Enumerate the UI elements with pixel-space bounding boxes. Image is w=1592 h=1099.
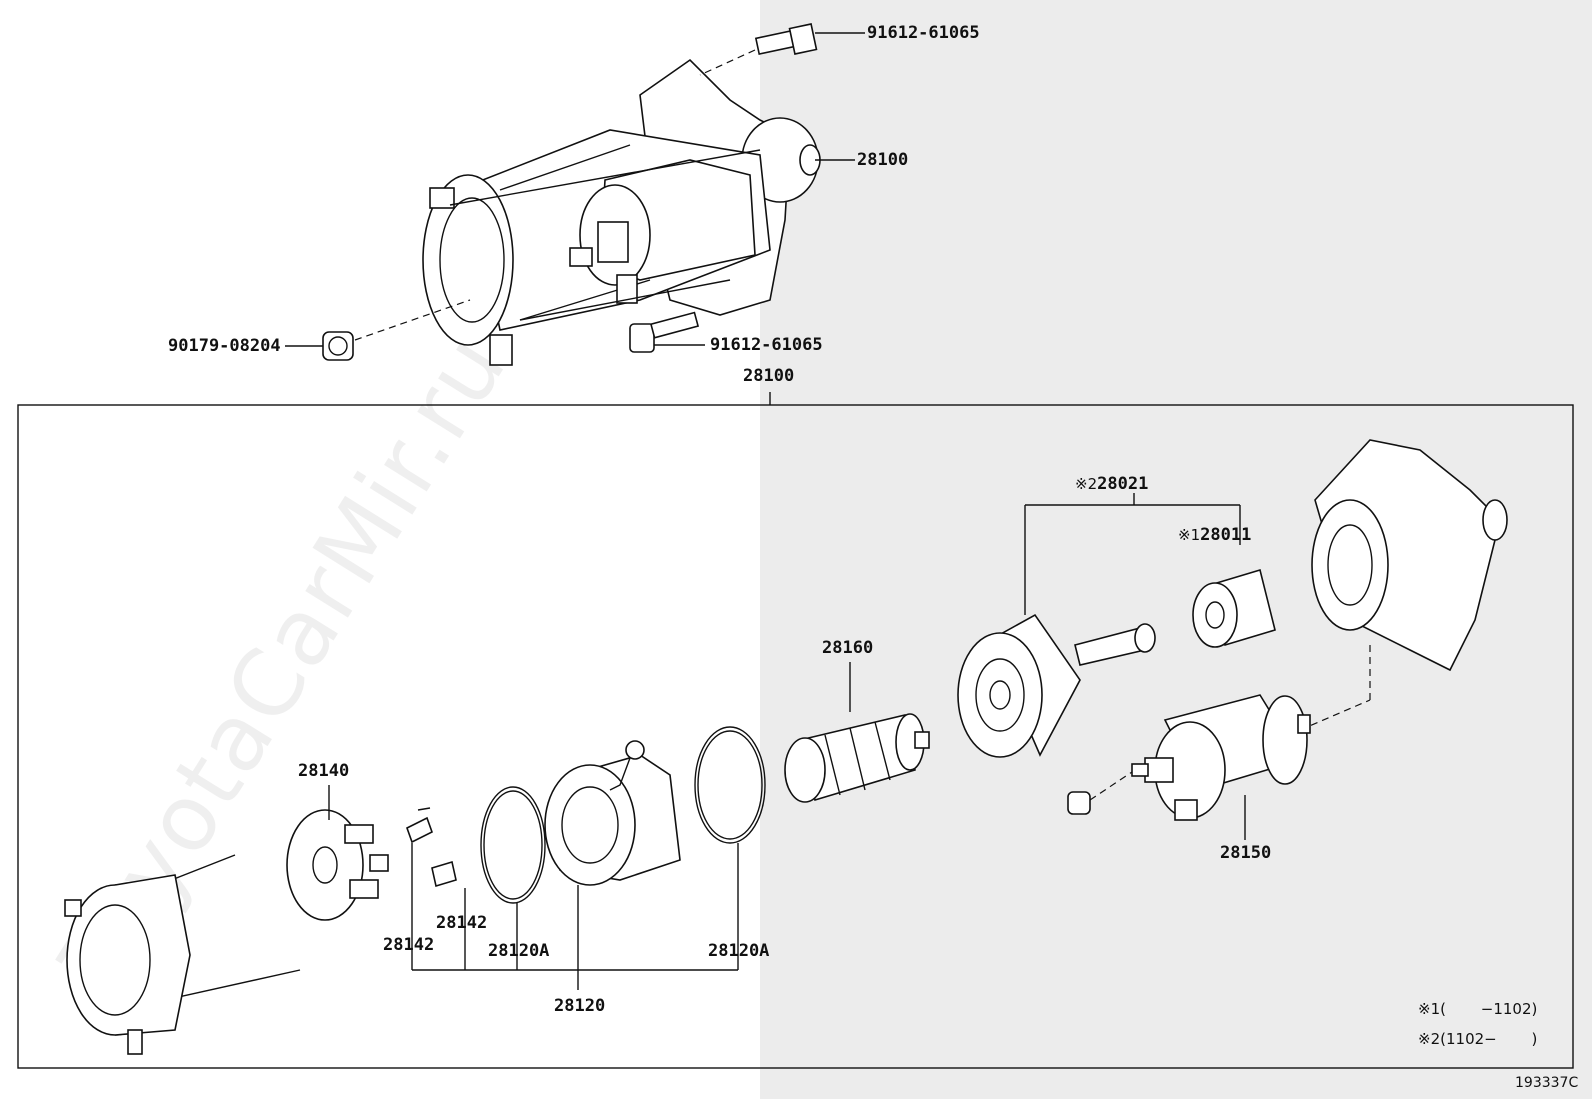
label-brush-b: 28142 bbox=[436, 913, 488, 933]
note-2-text: (1102− ) bbox=[1440, 1030, 1538, 1048]
label-armature: 28160 bbox=[822, 638, 874, 658]
plug-drawing bbox=[322, 331, 354, 361]
bolt-bottom-drawing bbox=[629, 311, 700, 353]
clutch-mark: ※1 bbox=[1178, 526, 1201, 544]
clutch-set-number: 28021 bbox=[1097, 474, 1149, 494]
label-oring-b: 28120A bbox=[708, 941, 770, 961]
label-starter-top: 28100 bbox=[857, 150, 909, 170]
label-clutch-set: ※228021 bbox=[1075, 476, 1148, 493]
starter-assembly-drawing bbox=[422, 58, 821, 366]
label-oring-a: 28120A bbox=[488, 941, 550, 961]
oring-a-drawing bbox=[480, 786, 546, 904]
drive-housing-drawing bbox=[1311, 439, 1508, 672]
brush-drawing-a bbox=[406, 807, 433, 844]
bolt-top-drawing bbox=[754, 23, 818, 55]
label-brush-a: 28142 bbox=[383, 935, 435, 955]
label-plug: 90179-08204 bbox=[168, 336, 281, 356]
bracket-lines bbox=[411, 843, 739, 990]
label-brush-holder: 28140 bbox=[298, 761, 350, 781]
clutch-set-drawing bbox=[957, 613, 1156, 758]
label-assy-bracket: 28100 bbox=[743, 366, 795, 386]
assembly-frame bbox=[17, 404, 1574, 1069]
label-yoke: 28120 bbox=[554, 996, 606, 1016]
yoke-drawing bbox=[544, 740, 681, 886]
brush-drawing-b bbox=[431, 860, 457, 888]
clutch-drawing bbox=[1192, 568, 1276, 648]
solenoid-drawing bbox=[1131, 694, 1311, 821]
label-bolt-top: 91612-61065 bbox=[867, 23, 980, 43]
note-1-mark: ※1 bbox=[1418, 1000, 1441, 1018]
clutch-number: 28011 bbox=[1200, 525, 1252, 545]
note-2-mark: ※2 bbox=[1418, 1030, 1441, 1048]
armature-drawing bbox=[784, 713, 930, 803]
note-1-text: ( −1102) bbox=[1440, 1000, 1538, 1018]
note-2: ※2(1102− ) bbox=[1418, 1032, 1537, 1047]
note-1: ※1( −1102) bbox=[1418, 1002, 1537, 1017]
label-bolt-bottom: 91612-61065 bbox=[710, 335, 823, 355]
nut-drawing bbox=[1067, 791, 1091, 815]
diagram-id: 193337C bbox=[1515, 1075, 1579, 1091]
oring-b-drawing bbox=[694, 726, 766, 844]
clutch-set-bracket bbox=[1024, 493, 1241, 615]
label-solenoid: 28150 bbox=[1220, 843, 1272, 863]
rear-frame-drawing bbox=[64, 854, 301, 1055]
label-clutch: ※128011 bbox=[1178, 527, 1251, 544]
brush-holder-drawing bbox=[286, 809, 389, 921]
clutch-set-mark: ※2 bbox=[1075, 475, 1098, 493]
